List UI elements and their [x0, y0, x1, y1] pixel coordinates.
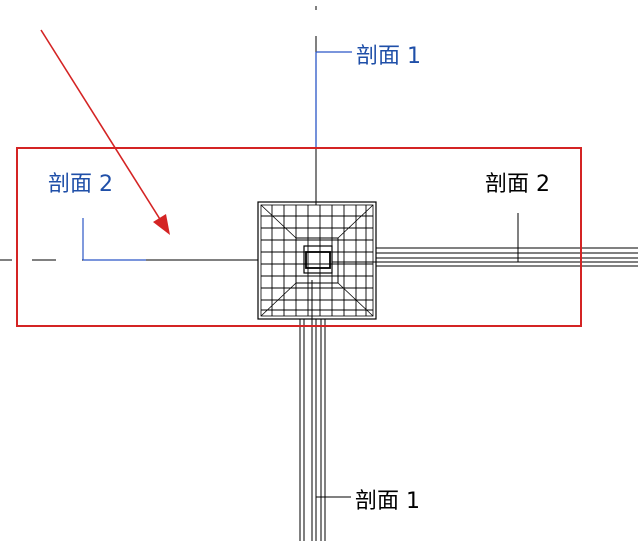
column-outline	[303, 245, 333, 274]
section1-top-label: 剖面 1	[356, 44, 421, 69]
red-selection-rectangle	[16, 147, 582, 327]
column-core	[305, 251, 331, 269]
section2-left-marker	[82, 218, 146, 261]
red-arrow-icon	[40, 29, 170, 235]
section2-left-label: 剖面 2	[48, 172, 113, 197]
section2-right-marker	[517, 213, 638, 263]
section2-right-label: 剖面 2	[485, 172, 550, 197]
footing-slope-lines	[260, 204, 374, 317]
bottom-foundation-beam	[299, 280, 326, 541]
rebar-grid	[261, 205, 373, 316]
pedestal-outline	[295, 237, 339, 284]
right-foundation-beam	[332, 247, 638, 267]
footing-block	[257, 201, 377, 320]
section1-bottom-label: 剖面 1	[355, 489, 420, 514]
